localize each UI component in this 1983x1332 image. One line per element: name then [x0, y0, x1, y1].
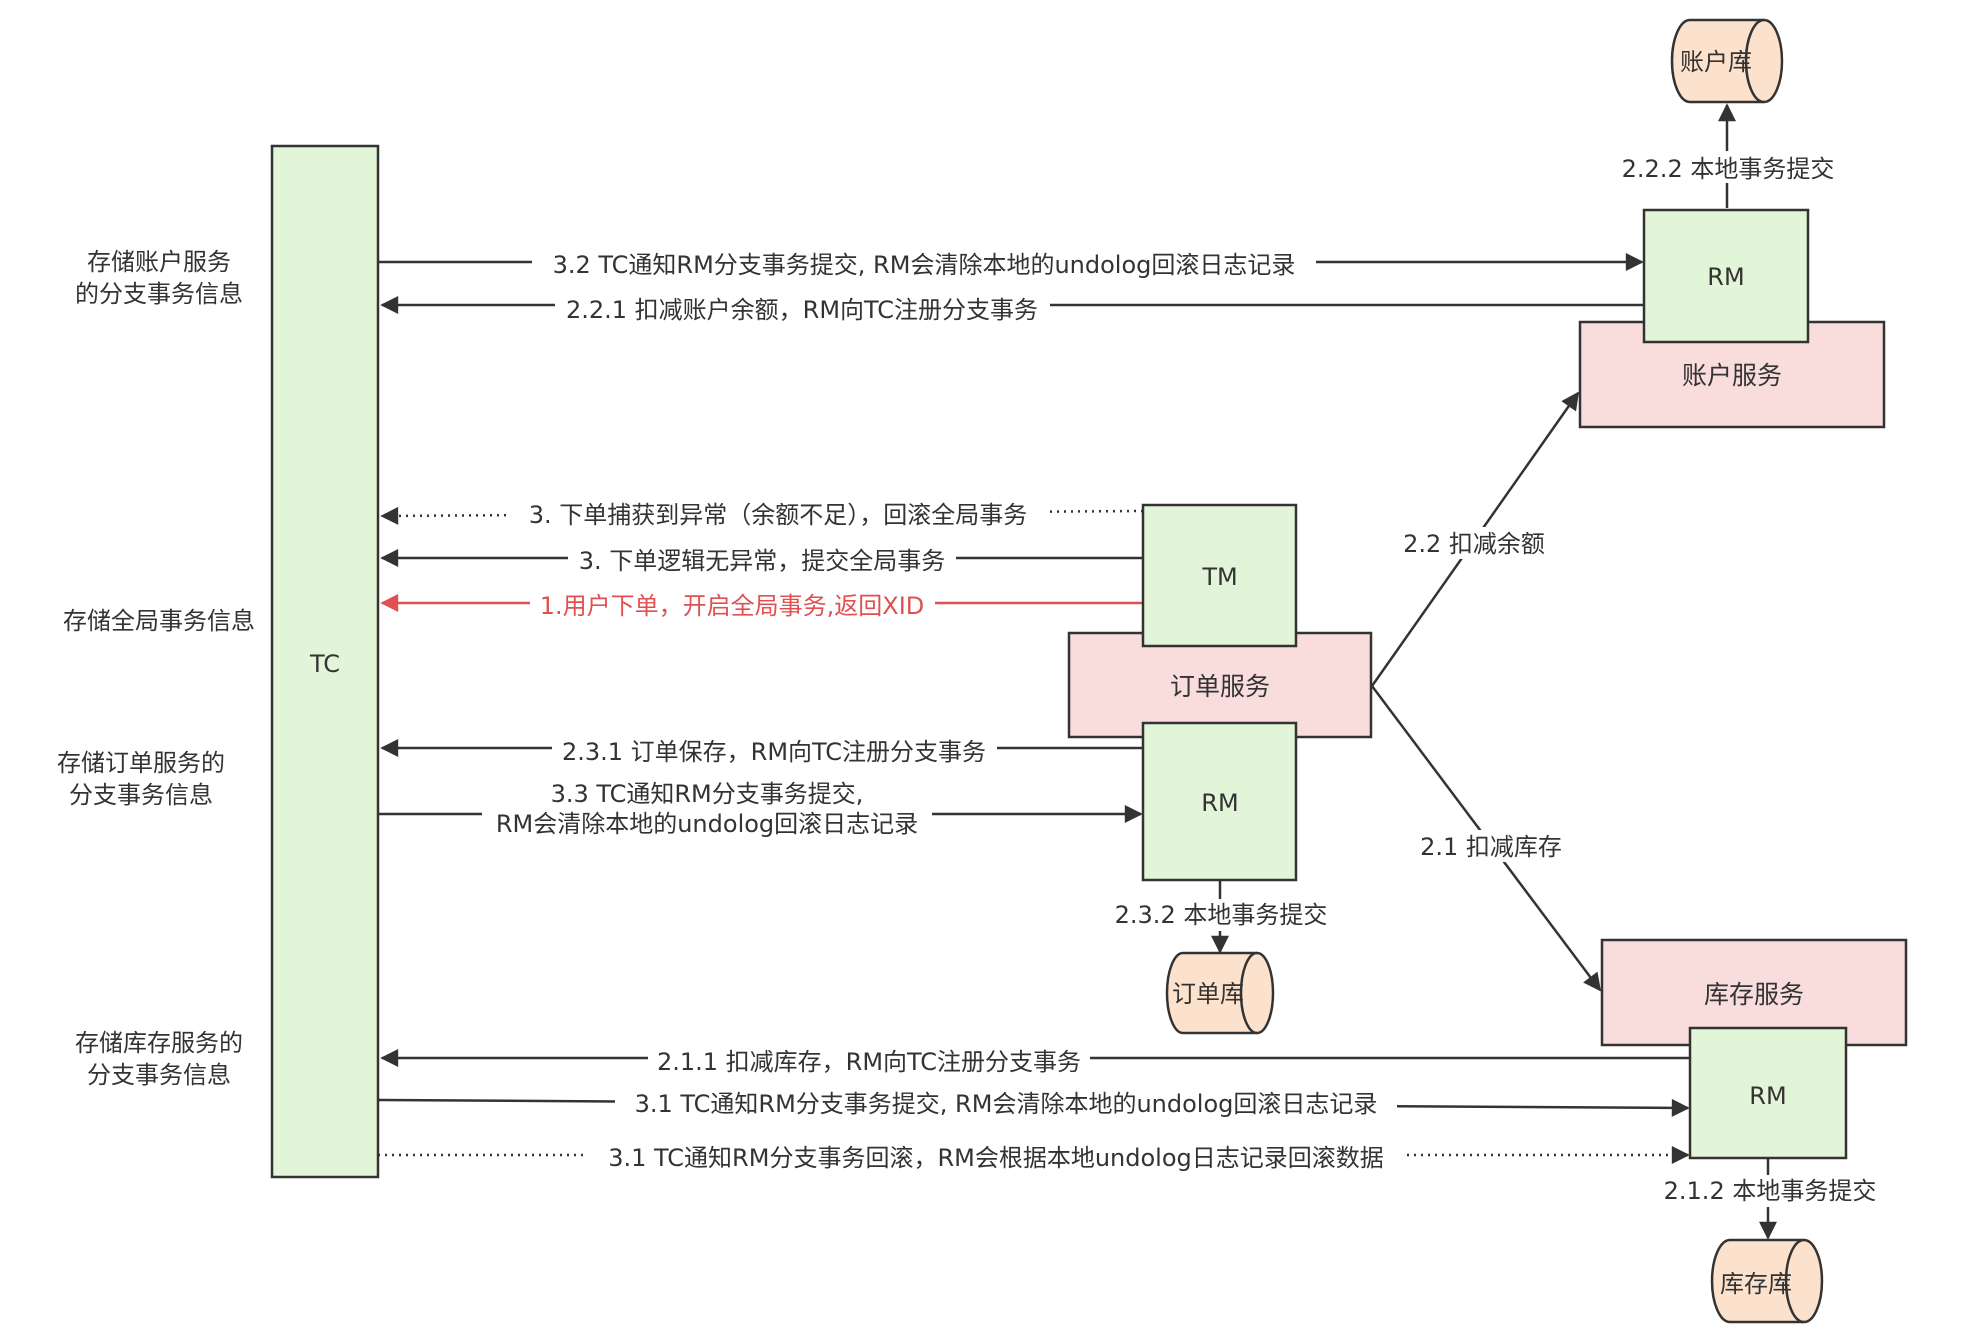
- edge-label-2-1-1-text: 2.1.1 扣减库存，RM向TC注册分支事务: [657, 1048, 1081, 1076]
- rm-order-node: RM: [1141, 721, 1298, 882]
- order-db-label: 订单库: [1172, 980, 1244, 1008]
- note-stock-line2: 分支事务信息: [87, 1061, 231, 1089]
- note-account-line1: 存储账户服务: [87, 248, 231, 276]
- edge-label-2-1: 2.1 扣减库存: [1416, 830, 1566, 862]
- order-db: 订单库: [1165, 951, 1275, 1035]
- note-stock-branch: 存储库存服务的 分支事务信息: [75, 1029, 243, 1089]
- note-global-line: 存储全局事务信息: [63, 607, 255, 635]
- edge-label-1: 1.用户下单，开启全局事务,返回XID: [530, 590, 935, 622]
- edge-label-3-rollback: 3. 下单捕获到异常（余额不足），回滚全局事务: [508, 498, 1048, 530]
- rm-account-node: RM: [1642, 208, 1810, 344]
- stock-db: 库存库: [1710, 1238, 1824, 1324]
- edge-label-3-1-rollback-text: 3.1 TC通知RM分支事务回滚，RM会根据本地undolog日志记录回滚数据: [608, 1144, 1384, 1172]
- rm-order-label: RM: [1201, 789, 1238, 817]
- edge-label-3-commit: 3. 下单逻辑无异常，提交全局事务: [568, 544, 956, 576]
- edge-label-2-2-text: 2.2 扣减余额: [1403, 530, 1545, 558]
- account-service-label: 账户服务: [1682, 361, 1782, 390]
- edge-label-3-1-commit: 3.1 TC通知RM分支事务提交, RM会清除本地的undolog回滚日志记录: [615, 1088, 1397, 1120]
- edge-label-2-2-2: 2.2.2 本地事务提交: [1616, 151, 1840, 183]
- note-stock-line1: 存储库存服务的: [75, 1029, 243, 1057]
- edge-label-2-1-2-text: 2.1.2 本地事务提交: [1664, 1177, 1877, 1205]
- order-service-node: 订单服务: [1067, 631, 1373, 739]
- note-order-branch: 存储订单服务的 分支事务信息: [57, 749, 225, 809]
- edge-label-2-3-2: 2.3.2 本地事务提交: [1110, 899, 1332, 931]
- edge-label-3-commit-text: 3. 下单逻辑无异常，提交全局事务: [579, 547, 946, 575]
- edge-label-3-rollback-text: 3. 下单捕获到异常（余额不足），回滚全局事务: [529, 501, 1028, 529]
- edge-label-3-3: 3.3 TC通知RM分支事务提交, RM会清除本地的undolog回滚日志记录: [482, 776, 932, 838]
- note-global: 存储全局事务信息: [63, 607, 255, 635]
- rm-stock-label: RM: [1749, 1082, 1786, 1110]
- edge-label-3-2: 3.2 TC通知RM分支事务提交, RM会清除本地的undolog回滚日志记录: [532, 247, 1316, 279]
- edge-label-2-3-1: 2.3.1 订单保存，RM向TC注册分支事务: [552, 736, 997, 768]
- note-order-line2: 分支事务信息: [69, 781, 213, 809]
- tm-node: TM: [1141, 503, 1298, 648]
- account-db: 账户库: [1670, 18, 1784, 104]
- note-account-branch: 存储账户服务 的分支事务信息: [75, 248, 243, 308]
- edge-label-3-2-text: 3.2 TC通知RM分支事务提交, RM会清除本地的undolog回滚日志记录: [553, 251, 1296, 279]
- edge-label-2-3-1-text: 2.3.1 订单保存，RM向TC注册分支事务: [562, 738, 986, 766]
- note-order-line1: 存储订单服务的: [57, 749, 225, 777]
- tm-label: TM: [1201, 563, 1237, 591]
- tc-label: TC: [309, 650, 340, 678]
- edge-label-2-3-2-text: 2.3.2 本地事务提交: [1115, 901, 1328, 929]
- rm-account-label: RM: [1707, 263, 1744, 291]
- edge-label-3-1-commit-text: 3.1 TC通知RM分支事务提交, RM会清除本地的undolog回滚日志记录: [635, 1090, 1378, 1118]
- stock-service-label: 库存服务: [1704, 980, 1804, 1009]
- tc-node: TC: [270, 144, 380, 1179]
- note-account-line2: 的分支事务信息: [75, 280, 243, 308]
- account-db-label: 账户库: [1680, 48, 1752, 76]
- edge-label-3-3-line2: RM会清除本地的undolog回滚日志记录: [496, 810, 918, 838]
- stock-db-label: 库存库: [1720, 1270, 1792, 1298]
- edge-label-2-2-1: 2.2.1 扣减账户余额，RM向TC注册分支事务: [555, 292, 1050, 324]
- edge-label-2-2-2-text: 2.2.2 本地事务提交: [1622, 155, 1835, 183]
- edge-label-3-3-line1: 3.3 TC通知RM分支事务提交,: [551, 780, 864, 808]
- rm-stock-node: RM: [1688, 1026, 1848, 1160]
- edge-label-2-1-1: 2.1.1 扣减库存，RM向TC注册分支事务: [648, 1046, 1090, 1078]
- edge-label-2-2-1-text: 2.2.1 扣减账户余额，RM向TC注册分支事务: [566, 296, 1038, 324]
- edge-label-1-text: 1.用户下单，开启全局事务,返回XID: [540, 592, 925, 620]
- edge-label-2-1-text: 2.1 扣减库存: [1420, 833, 1562, 861]
- edge-label-2-2: 2.2 扣减余额: [1400, 527, 1548, 559]
- order-service-label: 订单服务: [1170, 672, 1270, 701]
- edge-label-2-1-2: 2.1.2 本地事务提交: [1658, 1175, 1882, 1207]
- edge-label-3-1-rollback: 3.1 TC通知RM分支事务回滚，RM会根据本地undolog日志记录回滚数据: [586, 1142, 1406, 1174]
